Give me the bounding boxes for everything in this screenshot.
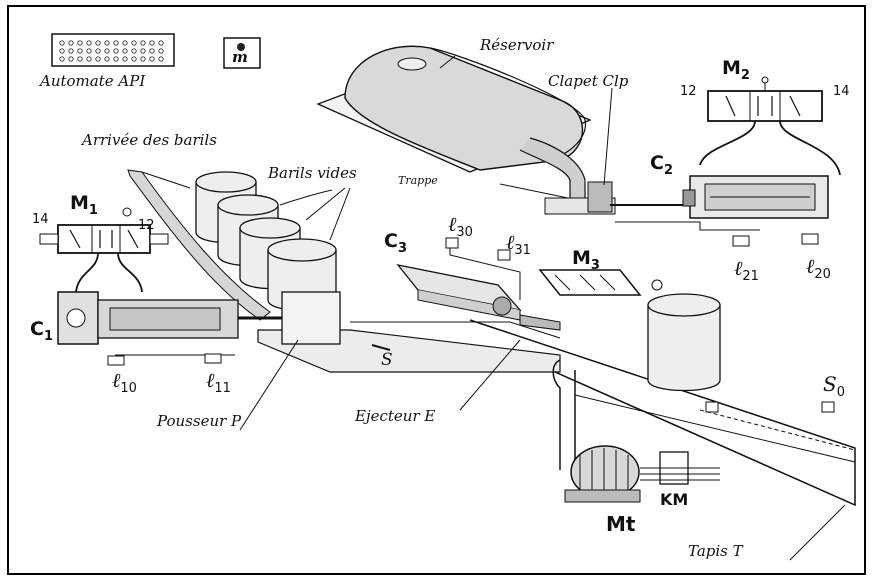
m1-label: M1 bbox=[70, 192, 98, 218]
valve-m3 bbox=[538, 269, 663, 296]
motor-mt bbox=[564, 445, 641, 503]
pusher-platform bbox=[257, 291, 561, 373]
sensor-l31: ℓ31 bbox=[506, 230, 531, 258]
m2-port-right: 14 bbox=[833, 84, 850, 99]
mt-label: Mt bbox=[606, 512, 636, 536]
s-label: S bbox=[381, 350, 393, 370]
memory-icon bbox=[223, 37, 261, 69]
c1-label: C1 bbox=[30, 318, 53, 344]
valve-m1 bbox=[39, 207, 169, 293]
sensor-l21: ℓ21 bbox=[734, 256, 759, 284]
km-label: KM bbox=[660, 490, 689, 509]
m2-label: M2 bbox=[722, 57, 750, 83]
automate-label: Automate API bbox=[40, 72, 146, 90]
filled-barrel bbox=[647, 293, 721, 392]
c2-label: C2 bbox=[650, 152, 673, 178]
clapet-label: Clapet Clp bbox=[548, 72, 629, 90]
reservoir-label: Réservoir bbox=[480, 36, 554, 54]
pousseur-label: Pousseur P bbox=[157, 412, 242, 430]
valve-m2 bbox=[699, 76, 841, 176]
barils-vides-label: Barils vides bbox=[268, 164, 357, 182]
sensor-l30: ℓ30 bbox=[448, 212, 473, 240]
cylinder-c3 bbox=[396, 248, 561, 331]
sensor-l10: ℓ10 bbox=[112, 368, 137, 396]
m2-port-left: 12 bbox=[680, 84, 697, 99]
sensor-l20: ℓ20 bbox=[806, 254, 831, 282]
c3-label: C3 bbox=[384, 230, 407, 256]
m1-port-left: 14 bbox=[32, 212, 49, 227]
ejecteur-label: Ejecteur E bbox=[355, 407, 436, 425]
reservoir-tank bbox=[316, 45, 616, 215]
memory-label: m bbox=[232, 48, 248, 66]
contactor-km bbox=[640, 451, 720, 485]
barrel-ramp bbox=[127, 169, 271, 321]
sensor-s0: S0 bbox=[823, 372, 845, 400]
arrivee-label: Arrivée des barils bbox=[82, 131, 217, 149]
sensor-l11: ℓ11 bbox=[206, 368, 231, 396]
trappe-label: Trappe bbox=[398, 174, 438, 187]
automate-plc-icon bbox=[51, 33, 175, 67]
cylinder-c2 bbox=[610, 175, 829, 231]
tapis-label: Tapis T bbox=[688, 542, 743, 560]
m3-label: M3 bbox=[572, 247, 600, 273]
conveyor-belt bbox=[469, 319, 856, 507]
m1-port-right: 12 bbox=[138, 218, 155, 233]
